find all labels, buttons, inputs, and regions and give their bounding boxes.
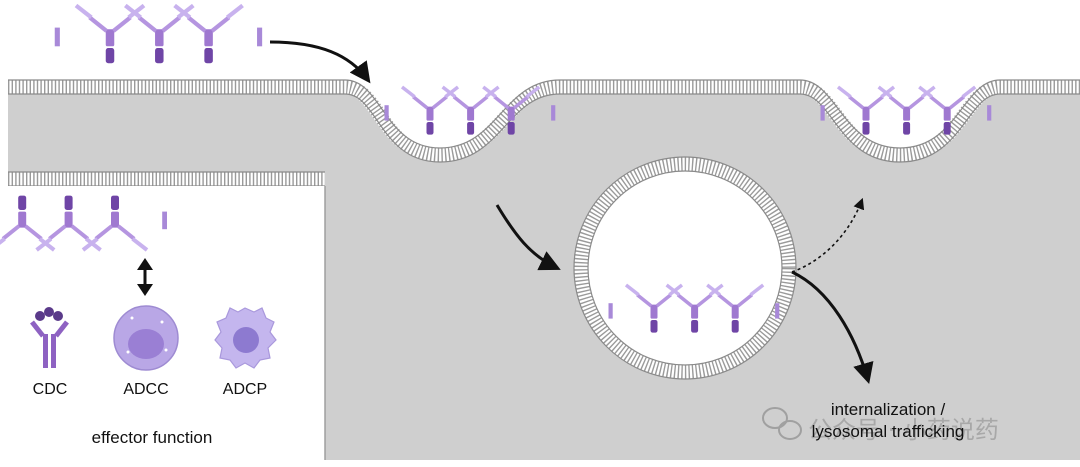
antibody-cluster-surface: [55, 5, 262, 63]
nk-cell-icon: [113, 305, 179, 371]
macrophage-icon: [214, 307, 277, 369]
arrow-icon: [269, 40, 371, 84]
internalization-label: internalization /: [830, 400, 946, 419]
adcc-label: ADCC: [123, 381, 169, 398]
effector-function-label: effector function: [91, 428, 213, 447]
endosome-vesicle: [573, 156, 797, 380]
watermark-text: 公众号 · 小药说药: [808, 416, 999, 444]
arrow-icon: [791, 197, 865, 273]
wechat-icon: [762, 407, 802, 440]
arrow-icon: [791, 270, 874, 385]
adcp-label: ADCP: [222, 381, 268, 398]
double-arrow-icon: [137, 258, 153, 296]
arrow-icon: [495, 204, 561, 271]
lysosomal-trafficking-label: lysosomal trafficking: [811, 422, 965, 441]
cdc-label: CDC: [32, 381, 68, 398]
complement-icon: [30, 307, 69, 368]
